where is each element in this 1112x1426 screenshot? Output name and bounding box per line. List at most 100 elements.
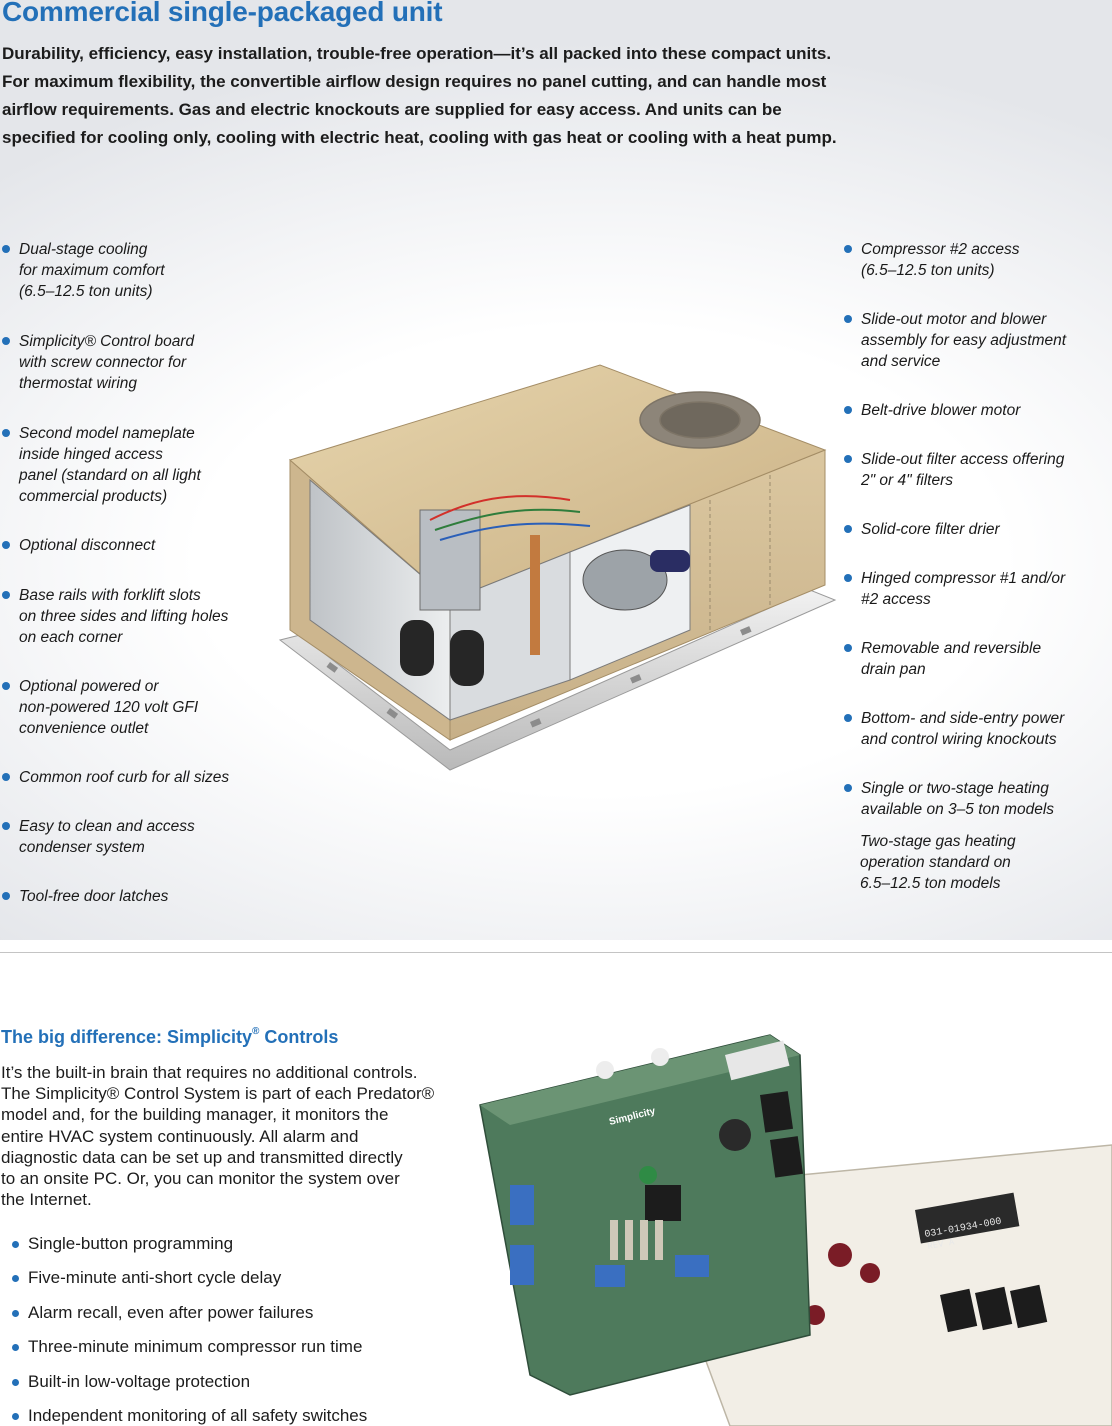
two-stage-heating-note: Two-stage gas heating operation standard … bbox=[860, 831, 1090, 894]
controls-item-label: Independent monitoring of all safety swi… bbox=[28, 1405, 368, 1425]
control-boards-illustration: 031-01934-000 REV A Simplicity bbox=[479, 1034, 1112, 1426]
feature-line: assembly for easy adjustment bbox=[861, 332, 1067, 349]
bullet-icon bbox=[12, 1344, 19, 1352]
feature-item-slide-out-motor-and-blower: Slide-out motor and blower assembly for e… bbox=[843, 309, 1111, 372]
feature-line: Simplicity® Control board bbox=[19, 333, 195, 350]
bullet-icon bbox=[844, 525, 852, 533]
feature-line: Easy to clean and access bbox=[19, 818, 195, 835]
feature-line: Optional powered or bbox=[19, 678, 159, 695]
feature-line: Removable and reversible bbox=[861, 640, 1042, 657]
controls-item-three-minute-minimum-compressor-run-time: Three-minute minimum compressor run time bbox=[12, 1336, 482, 1370]
controls-item-built-in-low-voltage-protection: Built-in low-voltage protection bbox=[12, 1371, 482, 1405]
feature-line: Optional disconnect bbox=[19, 537, 156, 554]
registered-mark: ® bbox=[252, 1026, 260, 1037]
feature-line: Slide-out filter access offering bbox=[861, 451, 1065, 468]
controls-heading-tail: Controls bbox=[259, 1027, 339, 1047]
feature-item-tool-free-door-latches: Tool-free door latches bbox=[1, 886, 263, 907]
bullet-icon bbox=[844, 455, 852, 463]
intro-paragraph: Durability, efficiency, easy installatio… bbox=[2, 44, 837, 147]
controls-item-label: Single-button programming bbox=[28, 1234, 234, 1253]
bullet-icon bbox=[844, 574, 852, 582]
controls-item-alarm-recall-even-after-power-failures: Alarm recall, even after power failures bbox=[12, 1302, 482, 1336]
feature-item-base-rails-with-forklift-slots: Base rails with forklift slots on three s… bbox=[1, 585, 263, 648]
controls-item-single-button-programming: Single-button programming bbox=[12, 1233, 482, 1267]
feature-item-bottom-and-side-entry-power: Bottom- and side-entry power and control … bbox=[843, 708, 1111, 750]
feature-line: 2" or 4" filters bbox=[861, 472, 953, 489]
feature-item-common-roof-curb-for-all-sizes: Common roof curb for all sizes bbox=[1, 767, 263, 788]
feature-line: convenience outlet bbox=[19, 720, 149, 737]
controls-item-label: Five-minute anti-short cycle delay bbox=[28, 1268, 282, 1288]
section-divider bbox=[0, 952, 1112, 953]
feature-item-compressor-2-access: Compressor #2 access(6.5–12.5 ton units) bbox=[843, 239, 1111, 281]
feature-line: inside hinged access bbox=[19, 446, 163, 463]
bullet-icon bbox=[2, 429, 10, 437]
bullet-icon bbox=[12, 1412, 19, 1420]
controls-heading-main: The big difference: Simplicity bbox=[1, 1027, 253, 1047]
description-line: to an onsite PC. Or, you can monitor the… bbox=[1, 1169, 400, 1189]
controls-item-independent-monitoring-of-all-safety-swi: Independent monitoring of all safety swi… bbox=[12, 1405, 482, 1426]
bullet-icon bbox=[2, 541, 10, 549]
bullet-icon bbox=[2, 822, 10, 830]
description-line: It’s the built-in brain that requires no… bbox=[1, 1063, 418, 1082]
feature-line: thermostat wiring bbox=[19, 375, 138, 392]
description-line: the Internet. bbox=[1, 1190, 92, 1210]
description-line: model and, for the building manager, it … bbox=[1, 1105, 389, 1125]
feature-line: condenser system bbox=[19, 839, 145, 856]
bullet-icon bbox=[844, 644, 852, 652]
feature-line: Bottom- and side-entry power bbox=[861, 710, 1065, 727]
bullet-icon bbox=[844, 714, 852, 722]
feature-line: Single or two-stage heating bbox=[861, 780, 1049, 797]
feature-line: panel (standard on all light bbox=[19, 467, 201, 484]
note-line: 6.5–12.5 ton models bbox=[860, 875, 1001, 892]
feature-line: Base rails with forklift slots bbox=[19, 587, 201, 604]
feature-line: #2 access bbox=[861, 591, 931, 608]
feature-item-optional-disconnect: Optional disconnect bbox=[1, 535, 263, 556]
feature-line: and service bbox=[861, 353, 941, 370]
feature-line: Common roof curb for all sizes bbox=[19, 769, 230, 786]
feature-item-slide-out-filter-access-offering: Slide-out filter access offering 2" or 4"… bbox=[843, 449, 1111, 491]
feature-line: Slide-out motor and blower bbox=[861, 311, 1047, 328]
feature-item-solid-core-filter-drier: Solid-core filter drier bbox=[843, 519, 1111, 540]
feature-line: on each corner bbox=[19, 629, 123, 646]
bullet-icon bbox=[12, 1241, 19, 1248]
bullet-icon bbox=[2, 591, 10, 599]
controls-item-five-minute-anti-short-cycle-delay: Five-minute anti-short cycle delay bbox=[12, 1267, 482, 1301]
feature-line: on three sides and lifting holes bbox=[19, 608, 229, 625]
bullet-icon bbox=[12, 1378, 19, 1386]
feature-line: non-powered 120 volt GFI bbox=[19, 699, 199, 716]
feature-line: Dual-stage cooling bbox=[19, 241, 148, 258]
bullet-icon bbox=[12, 1275, 19, 1283]
feature-line: commercial products) bbox=[19, 488, 168, 505]
description-line: diagnostic data can be set up and transm… bbox=[1, 1147, 403, 1167]
bullet-icon bbox=[2, 337, 10, 345]
bullet-icon bbox=[844, 245, 852, 253]
description-line: The Simplicity® Control System is part o… bbox=[1, 1084, 435, 1104]
bullet-icon bbox=[2, 892, 10, 900]
board-revision: REV A bbox=[927, 1237, 956, 1252]
feature-line: Second model nameplate bbox=[19, 425, 195, 442]
controls-description: It’s the built-in brain that requires no… bbox=[1, 1062, 481, 1210]
description-line: entire HVAC system continuously. All ala… bbox=[1, 1126, 359, 1146]
rooftop-unit-cutaway-illustration bbox=[278, 364, 837, 771]
feature-line: drain pan bbox=[861, 661, 926, 678]
page-title: Commercial single-packaged unit bbox=[2, 0, 443, 27]
feature-line: and control wiring knockouts bbox=[861, 731, 1057, 748]
feature-item-removable-and-reversible: Removable and reversible drain pan bbox=[843, 638, 1111, 680]
note-line: Two-stage gas heating bbox=[860, 833, 1016, 850]
bullet-icon bbox=[2, 773, 10, 781]
feature-item-hinged-compressor-1-and-or: Hinged compressor #1 and/or#2 access bbox=[843, 568, 1111, 610]
right-feature-list: Compressor #2 access(6.5–12.5 ton units)… bbox=[843, 239, 1111, 828]
bullet-icon bbox=[12, 1309, 19, 1317]
feature-item-optional-powered-or: Optional powered or non-powered 120 volt … bbox=[1, 676, 263, 739]
feature-line: for maximum comfort bbox=[19, 262, 165, 279]
controls-item-label: Built-in low-voltage protection bbox=[28, 1371, 251, 1391]
bullet-icon bbox=[844, 315, 852, 323]
feature-line: Compressor #2 access bbox=[861, 241, 1020, 258]
controls-item-label: Three-minute minimum compressor run time bbox=[28, 1337, 363, 1357]
note-line: operation standard on bbox=[860, 854, 1011, 871]
feature-line: Solid-core filter drier bbox=[861, 521, 1000, 538]
